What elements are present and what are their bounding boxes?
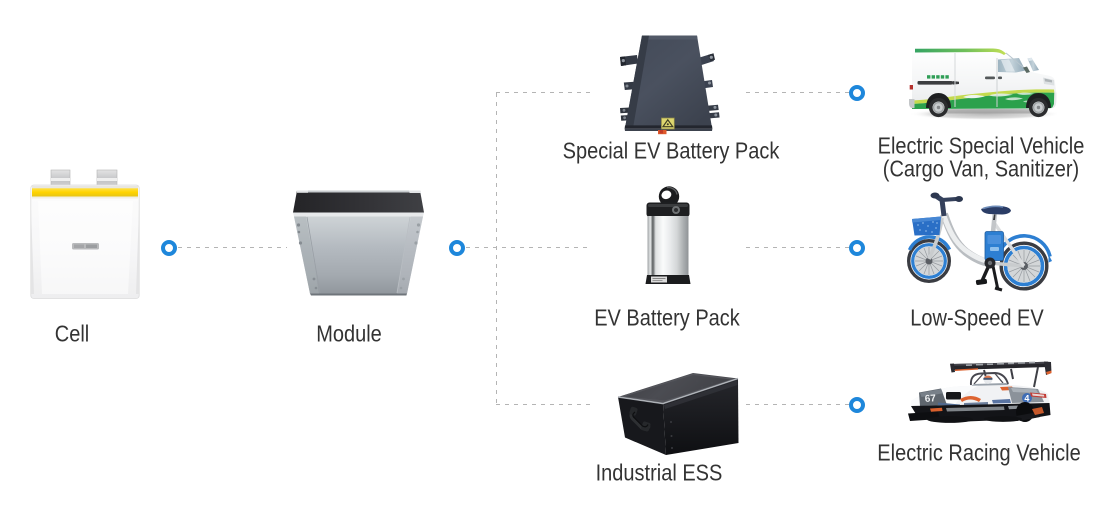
svg-text:67: 67 (924, 393, 936, 405)
svg-text:4: 4 (1024, 393, 1029, 403)
